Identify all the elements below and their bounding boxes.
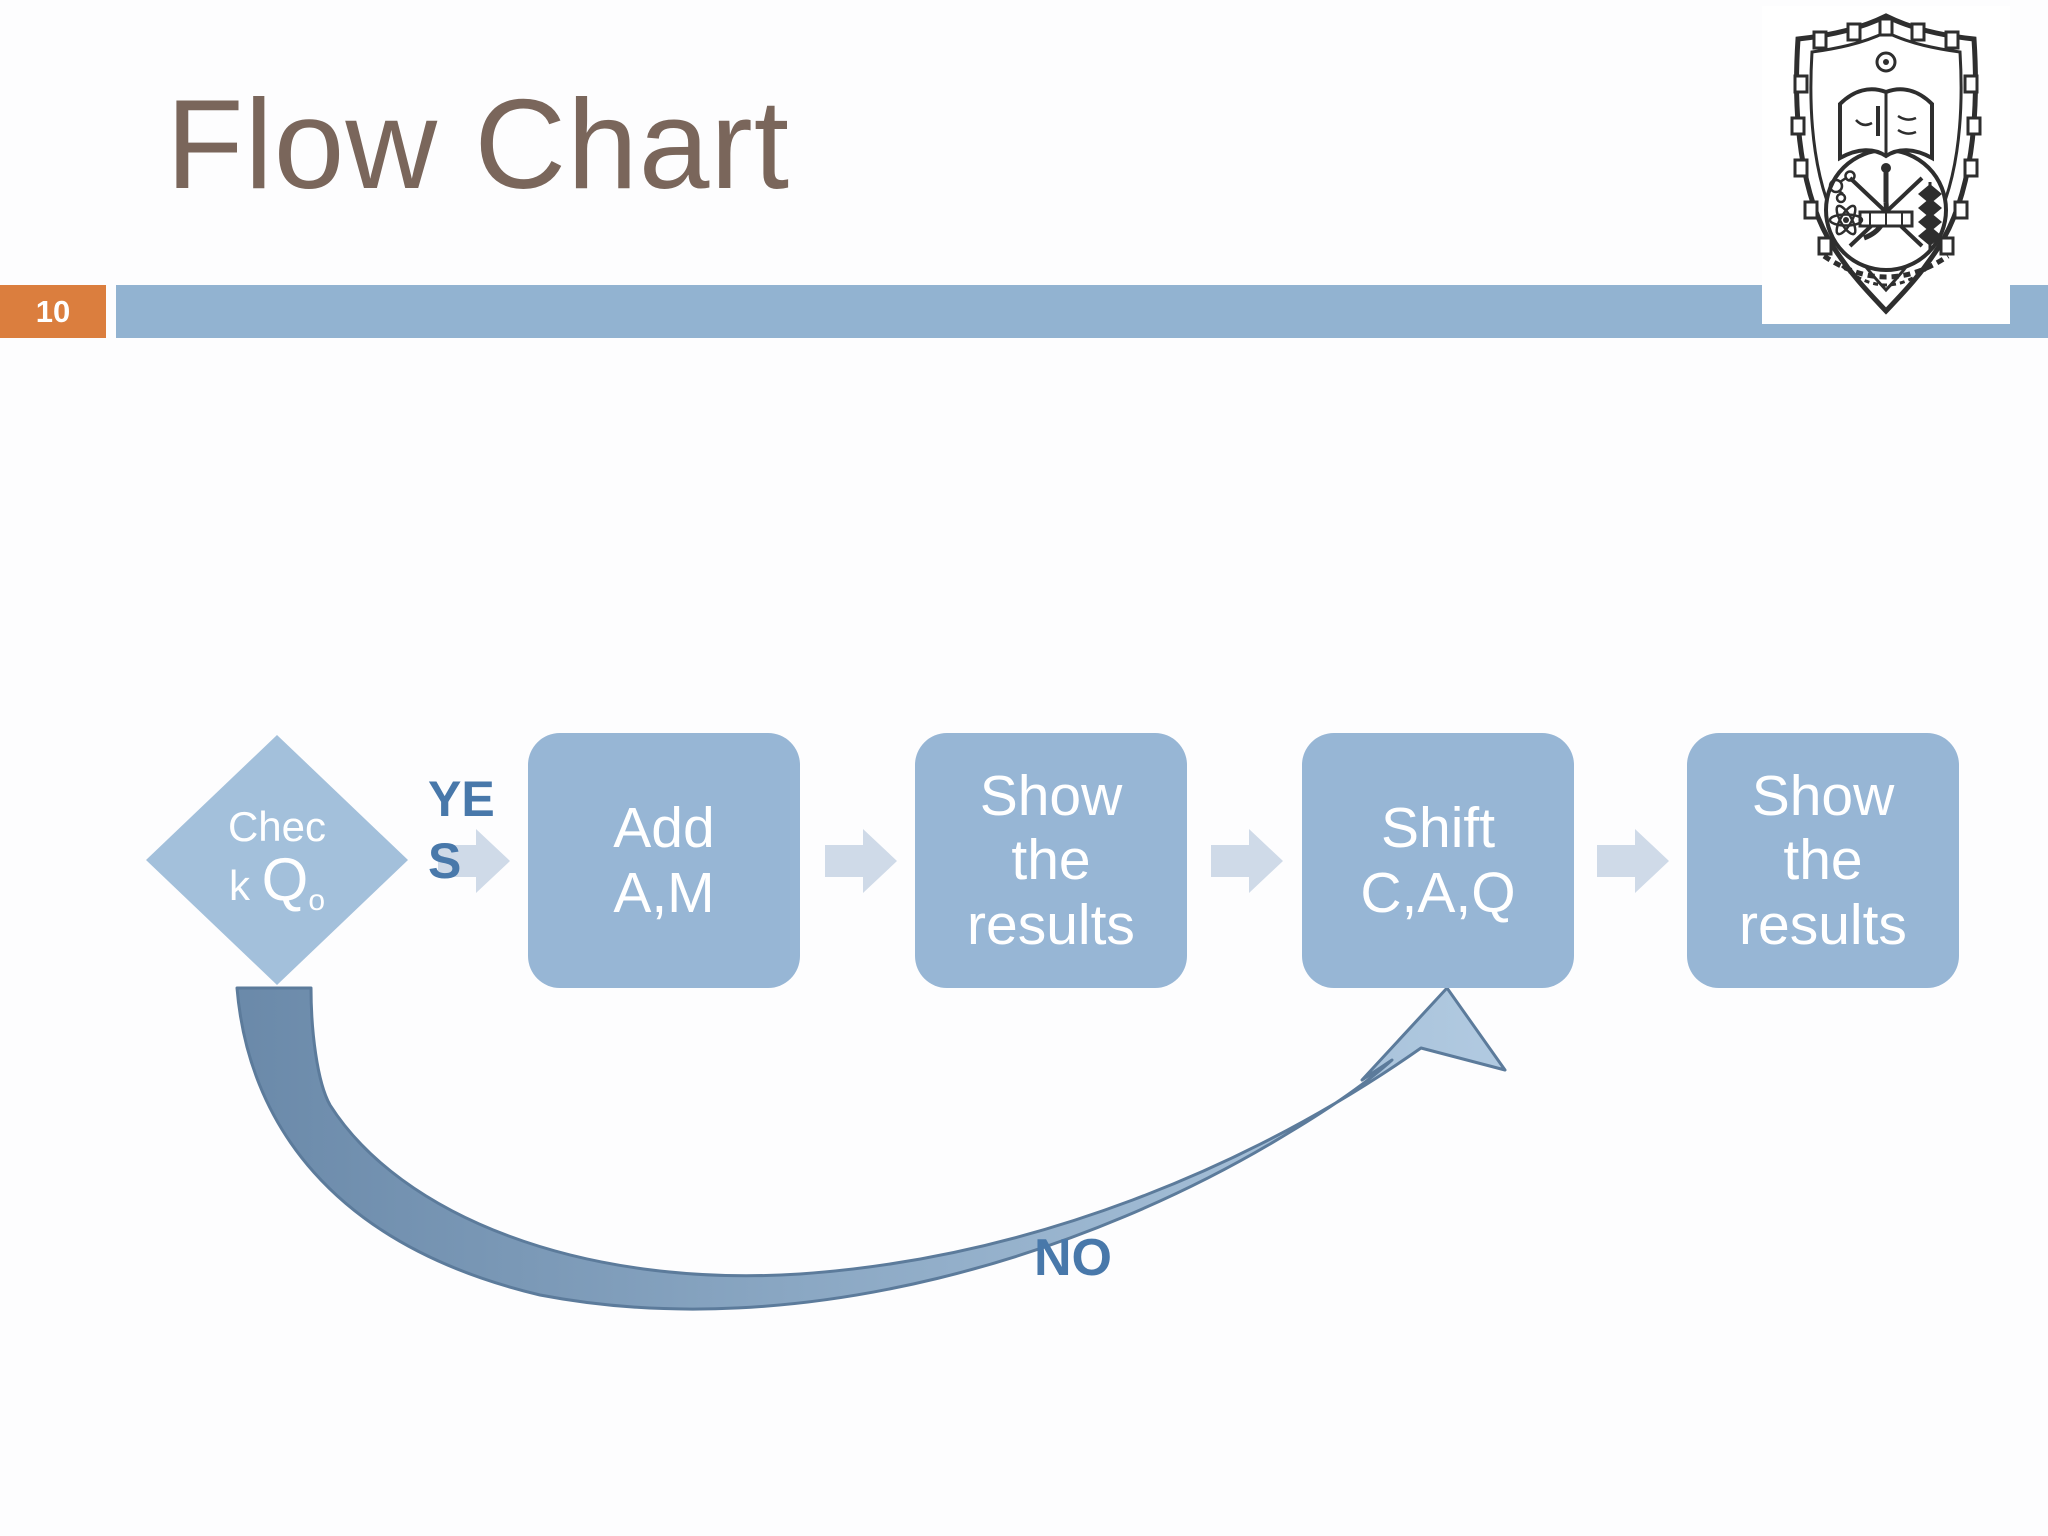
step-show-results-1: Show the results bbox=[915, 733, 1187, 988]
step-show-results-2: Show the results bbox=[1687, 733, 1959, 988]
connector-arrow-3-icon bbox=[1597, 829, 1669, 893]
yes-branch-label: YE S bbox=[428, 771, 495, 889]
step-line: Shift bbox=[1380, 796, 1496, 861]
step-line: Show bbox=[1751, 763, 1895, 828]
header-accent-bar bbox=[116, 285, 2048, 338]
connector-arrow-1-icon bbox=[825, 829, 897, 893]
step-line: A,M bbox=[613, 860, 715, 925]
step-line: the bbox=[1011, 828, 1091, 893]
step-shift-caq: Shift C,A,Q bbox=[1302, 733, 1574, 988]
decision-label-line2: k Qo bbox=[228, 845, 326, 917]
no-curved-arrow bbox=[235, 986, 1507, 1311]
decision-subscript: o bbox=[308, 883, 326, 917]
step-line: Show bbox=[979, 763, 1123, 828]
step-line: C,A,Q bbox=[1360, 860, 1516, 925]
university-emblem-icon bbox=[1790, 13, 1982, 315]
university-logo bbox=[1762, 6, 2010, 324]
step-add-am: Add A,M bbox=[528, 733, 800, 988]
step-line: results bbox=[1739, 892, 1907, 957]
no-branch-label: NO bbox=[1034, 1229, 1112, 1287]
page-number-badge: 10 bbox=[0, 285, 106, 338]
connector-arrow-2-icon bbox=[1211, 829, 1283, 893]
page-number: 10 bbox=[35, 293, 71, 329]
step-line: the bbox=[1783, 828, 1863, 893]
decision-label-line1: Chec bbox=[227, 802, 327, 850]
step-line: Add bbox=[613, 796, 715, 861]
step-line: results bbox=[967, 892, 1135, 957]
page-title: Flow Chart bbox=[166, 73, 790, 215]
yes-arrow-icon bbox=[438, 829, 510, 893]
